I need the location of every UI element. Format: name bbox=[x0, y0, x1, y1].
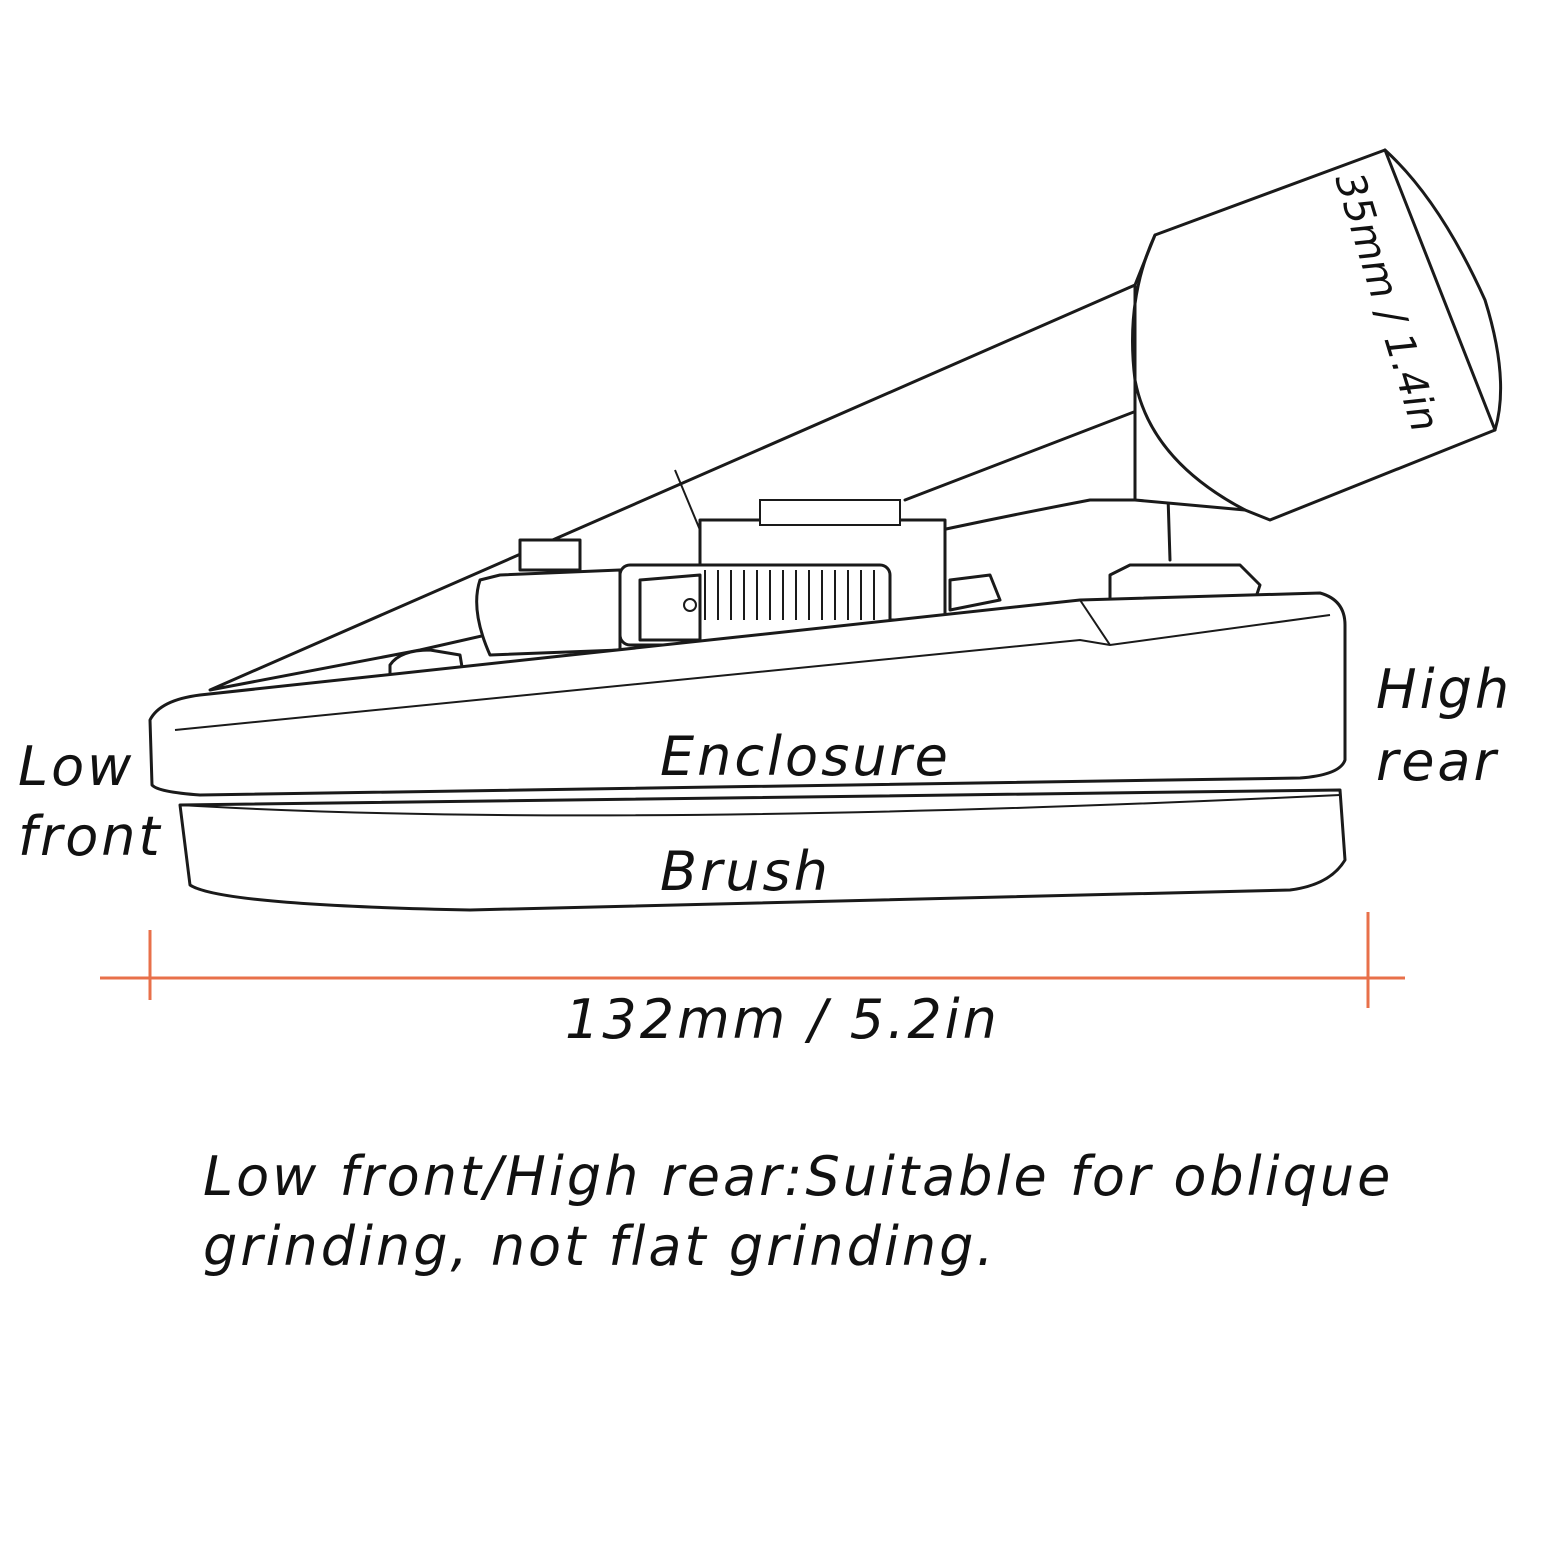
width-dimension bbox=[100, 912, 1405, 1008]
caption-line-2: grinding, not flat grinding. bbox=[203, 1215, 997, 1278]
caption-line-1: Low front/High rear:Suitable for oblique bbox=[203, 1145, 1393, 1208]
brush-ring bbox=[178, 788, 1347, 912]
thread-teeth bbox=[704, 570, 875, 620]
width-label: 132mm / 5.2in bbox=[565, 988, 1000, 1051]
enclosure-label: Enclosure bbox=[660, 725, 951, 788]
brush-label: Brush bbox=[660, 840, 831, 903]
clamp-mechanism bbox=[388, 499, 1262, 692]
high-rear-label-1: High bbox=[1376, 658, 1512, 721]
low-front-label-1: Low bbox=[18, 735, 134, 798]
enclosure-body bbox=[148, 591, 1347, 797]
low-front-label-2: front bbox=[18, 805, 163, 868]
port-cuff bbox=[1131, 148, 1503, 522]
high-rear-label-2: rear bbox=[1376, 730, 1499, 793]
